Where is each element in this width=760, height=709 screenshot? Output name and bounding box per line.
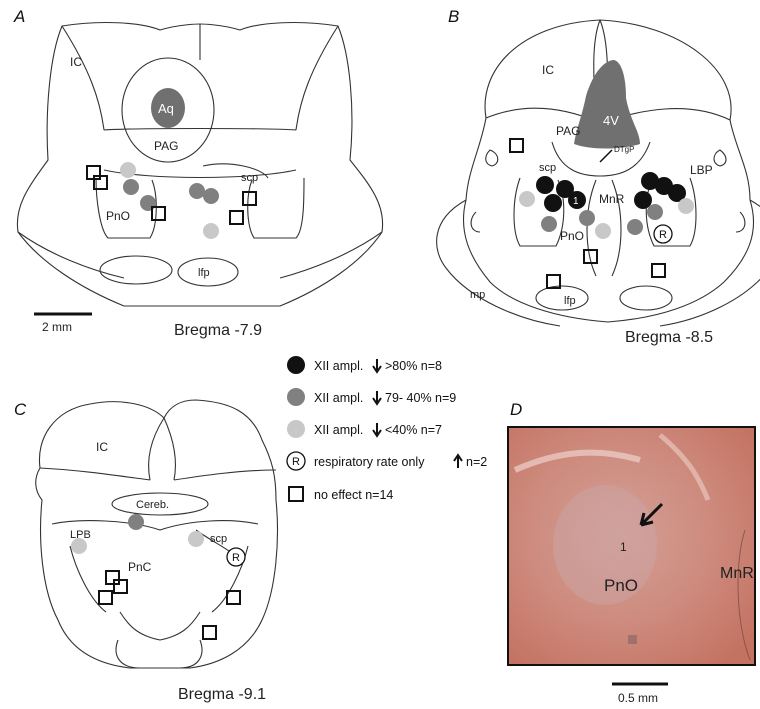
legend-marker-square	[289, 487, 303, 501]
histology-image	[508, 427, 755, 665]
marker-light	[678, 198, 694, 214]
arrow-up-icon	[454, 455, 462, 468]
legend-marker-black	[287, 356, 305, 374]
lbp-label: LBP	[690, 163, 713, 177]
legend-item-dark-grey: XII ampl. 79- 40% n=9	[287, 388, 456, 406]
cereb-label: Cereb.	[136, 499, 169, 511]
marker-dark-grey	[128, 514, 144, 530]
marker-no-effect	[510, 139, 523, 152]
marker-no-effect	[227, 591, 240, 604]
marker-light	[595, 223, 611, 239]
legend-item-light-grey: XII ampl. <40% n=7	[287, 420, 442, 438]
fourth-v-label: 4V	[603, 113, 619, 128]
panel-b-letter: B	[448, 7, 459, 26]
legend-marker-dark-grey	[287, 388, 305, 406]
bregma-a: Bregma -7.9	[174, 322, 262, 339]
scale-bar-d-label: 0.5 mm	[618, 691, 658, 705]
marker-dark-grey	[123, 179, 139, 195]
marker-dark-grey	[647, 204, 663, 220]
marker-dark-grey	[189, 183, 205, 199]
pag-label: PAG	[154, 139, 178, 153]
panel-b-markers: 1 R	[510, 139, 694, 288]
legend-text-4b: n=2	[466, 455, 487, 469]
legend-text-2: XII ampl.	[314, 391, 363, 405]
mp-label: mp	[470, 289, 485, 301]
legend-text-1: XII ampl.	[314, 359, 363, 373]
marker-no-effect	[94, 176, 107, 189]
marker-dark-grey	[541, 216, 557, 232]
panel-d: D 1 PnO MnR 0.5 mm	[508, 400, 755, 705]
legend-r-label: R	[292, 456, 300, 468]
scp-label-c: scp	[210, 533, 227, 545]
fourth-ventricle-shape	[574, 60, 640, 149]
marker-light	[519, 191, 535, 207]
marker-no-effect	[114, 580, 127, 593]
panel-c: C IC Cereb. LPB scp PnC R	[14, 400, 277, 703]
d-mnr-label: MnR	[720, 565, 754, 582]
ic-label: IC	[70, 55, 82, 69]
arrow-down-icon	[373, 423, 381, 436]
marker-r-label: R	[659, 229, 667, 241]
marker-one-label: 1	[573, 196, 579, 207]
marker-light	[71, 538, 87, 554]
legend-text-4: respiratory rate only	[314, 455, 425, 469]
marker-dark-grey	[203, 188, 219, 204]
marker-no-effect	[99, 591, 112, 604]
legend-item-black: XII ampl. >80% n=8	[287, 356, 442, 374]
marker-black	[536, 176, 554, 194]
pag-label-b: PAG	[556, 124, 580, 138]
legend-text-2b: 79- 40% n=9	[385, 391, 456, 405]
panel-b: B 4V IC PAG DTgP scp LBP M	[437, 7, 760, 346]
legend-marker-light-grey	[287, 420, 305, 438]
marker-black	[634, 191, 652, 209]
legend: XII ampl. >80% n=8 XII ampl. 79- 40% n=9…	[287, 356, 487, 502]
panel-c-letter: C	[14, 400, 27, 419]
panel-d-letter: D	[510, 400, 522, 419]
panel-a-markers	[87, 162, 256, 239]
legend-text-5: no effect n=14	[314, 488, 393, 502]
scale-bar-label: 2 mm	[42, 320, 72, 334]
marker-no-effect	[652, 264, 665, 277]
bregma-c: Bregma -9.1	[178, 686, 266, 703]
panel-a: A Aq IC PAG scp PnO lfp	[13, 7, 383, 339]
lfp-label-b: lfp	[564, 295, 576, 307]
marker-light	[120, 162, 136, 178]
legend-text-1b: >80% n=8	[385, 359, 442, 373]
marker-no-effect	[152, 207, 165, 220]
marker-no-effect	[203, 626, 216, 639]
pno-label-b: PnO	[560, 229, 584, 243]
ic-label-b: IC	[542, 63, 554, 77]
legend-item-no-effect: no effect n=14	[289, 487, 393, 502]
mnr-label: MnR	[599, 192, 625, 206]
marker-light	[188, 531, 204, 547]
scp-label-b: scp	[539, 162, 556, 174]
aq-label: Aq	[158, 101, 174, 116]
panel-a-letter: A	[13, 7, 25, 26]
lfp-label: lfp	[198, 267, 210, 279]
dtgp-arrow	[600, 150, 612, 162]
dtgp-label: DTgP	[614, 145, 634, 154]
marker-no-effect	[547, 275, 560, 288]
marker-dark-grey	[579, 210, 595, 226]
pno-label: PnO	[106, 209, 130, 223]
ic-label-c: IC	[96, 440, 108, 454]
marker-black	[544, 194, 562, 212]
scp-label: scp	[241, 172, 258, 184]
d-one-label: 1	[620, 540, 627, 554]
legend-text-3: XII ampl.	[314, 423, 363, 437]
arrow-down-icon	[373, 391, 381, 404]
pnc-label: PnC	[128, 560, 152, 574]
bregma-b: Bregma -8.5	[625, 329, 713, 346]
marker-dark-grey	[627, 219, 643, 235]
legend-text-3b: <40% n=7	[385, 423, 442, 437]
legend-item-resp-rate: R respiratory rate only n=2	[287, 452, 487, 470]
marker-no-effect	[243, 192, 256, 205]
marker-r-label-c: R	[232, 552, 240, 564]
arrow-down-icon	[373, 359, 381, 372]
marker-no-effect	[230, 211, 243, 224]
marker-light	[203, 223, 219, 239]
marker-no-effect	[584, 250, 597, 263]
d-pno-label: PnO	[604, 576, 638, 595]
